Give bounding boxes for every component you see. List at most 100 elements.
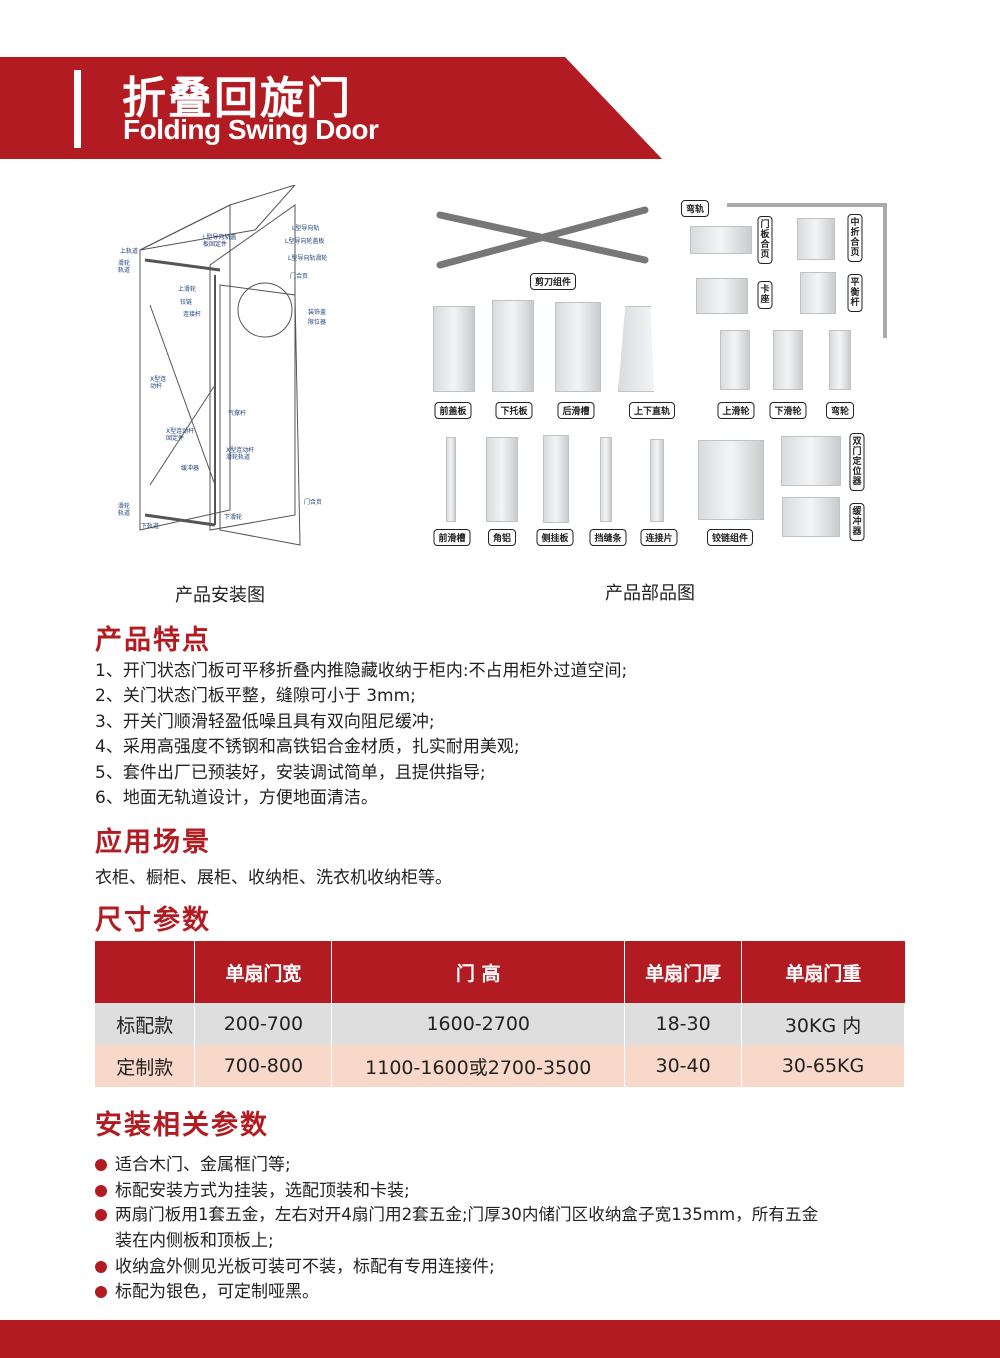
table-cell: 标配款 — [95, 1003, 196, 1045]
part-label: 平衡杆 — [847, 274, 863, 312]
header-accent-bar — [74, 70, 81, 148]
feature-item: 3、开关门顺滑轻盈低噪且具有双向阻尼缓冲; — [95, 712, 435, 732]
part-label: 连接片 — [640, 529, 678, 546]
page-subtitle: Folding Swing Door — [123, 114, 379, 145]
column-header: 单扇门重 — [741, 941, 905, 1003]
part-label: 门板合页 — [757, 216, 773, 264]
part-label: 角铝 — [487, 529, 517, 546]
install-heading: 安装相关参数 — [95, 1110, 269, 1141]
install-item-text: 收纳盒外侧见光板可装可不装，标配有专用连接件; — [115, 1257, 495, 1277]
parts-caption: 产品部品图 — [605, 583, 695, 604]
part-balance-bar — [800, 272, 836, 314]
scenes-heading: 应用场景 — [95, 827, 211, 858]
footer-band — [0, 1320, 1000, 1358]
diagram-label: L型导向轨 — [292, 225, 320, 232]
diagram-label: 门合页 — [304, 499, 323, 506]
part-lower-wheel — [773, 330, 803, 390]
part-label: 下滑轮 — [769, 402, 807, 419]
install-item: 两扇门板用1套五金，左右对开4扇门用2套五金;门厚30内储门区收纳盒子宽135m… — [95, 1201, 818, 1225]
diagram-label: 滑轮轨道 — [118, 503, 131, 517]
part-label: 前滑槽 — [433, 529, 471, 546]
diagram-label: 限位器 — [308, 319, 327, 326]
diagram-label: 下滑轮 — [224, 514, 243, 521]
part-lower-tray — [492, 300, 534, 392]
feature-item: 1、开门状态门板可平移折叠内推隐藏收纳于柜内:不占用柜外过道空间; — [95, 661, 628, 681]
bullet-icon — [95, 1209, 107, 1221]
installation-diagram — [139, 185, 301, 546]
install-item: 适合木门、金属框门等; — [95, 1150, 291, 1175]
part-label: 铰链组件 — [706, 529, 754, 546]
table-header-row: 单扇门宽 门 高 单扇门厚 单扇门重 — [95, 941, 905, 1003]
table-cell: 30KG 内 — [741, 1003, 905, 1045]
table-cell: 1600-2700 — [331, 1003, 626, 1045]
column-header: 门 高 — [331, 941, 626, 1003]
column-header: 单扇门宽 — [194, 941, 333, 1003]
part-label: 弯轨 — [680, 200, 710, 217]
install-item: 收纳盒外侧见光板可装可不装，标配有专用连接件; — [95, 1252, 495, 1277]
install-item: 标配安装方式为挂装，选配顶装和卡装; — [95, 1176, 410, 1201]
part-label: 后滑槽 — [557, 402, 595, 419]
part-label: 卡座 — [757, 281, 773, 309]
install-item-text: 标配安装方式为挂装，选配顶装和卡装; — [115, 1181, 410, 1201]
part-front-cover — [433, 306, 475, 392]
diagram-label: 上滑轮 — [178, 286, 197, 293]
diagram-label: 铰链 — [180, 299, 193, 306]
diagram-label: 滑轮轨道 — [118, 260, 131, 274]
diagram-label: L型导向轮盖板 — [285, 238, 325, 245]
part-label: 缓冲器 — [849, 503, 865, 541]
diagram-label: X型连动杆固定件 — [166, 428, 195, 442]
diagram-label: 气撑杆 — [228, 410, 247, 417]
install-item-text: 适合木门、金属框门等; — [115, 1155, 291, 1175]
part-buffer — [782, 497, 840, 537]
part-label: 挡缝条 — [589, 529, 627, 546]
part-front-slot — [446, 437, 456, 522]
part-curve-wheel — [829, 330, 851, 390]
table-cell: 定制款 — [95, 1045, 196, 1087]
part-label: 上滑轮 — [717, 402, 755, 419]
table-cell: 700-800 — [194, 1045, 333, 1087]
header-banner — [0, 57, 662, 159]
part-door-hinge — [690, 226, 752, 254]
part-clip-seat — [696, 278, 748, 314]
bullet-icon — [95, 1185, 107, 1197]
size-heading: 尺寸参数 — [95, 905, 211, 936]
diagram-label: 装饰盖 — [308, 309, 327, 316]
feature-item: 4、采用高强度不锈钢和高铁铝合金材质，扎实耐用美观; — [95, 737, 520, 757]
installation-diagram-caption: 产品安装图 — [175, 585, 265, 606]
part-hinge-assembly — [698, 440, 764, 520]
part-upper-wheel — [720, 330, 750, 390]
column-header: 单扇门厚 — [624, 941, 743, 1003]
bullet-icon — [95, 1261, 107, 1273]
part-label: 剪刀组件 — [529, 273, 577, 290]
page-title: 折叠回旋门 — [122, 73, 352, 124]
diagram-label: X型连动杆 — [150, 376, 167, 390]
part-rear-slot — [555, 302, 601, 392]
install-item-text: 标配为银色，可定制哑黑。 — [115, 1282, 319, 1302]
diagram-label: 连接杆 — [183, 311, 202, 318]
part-label: 前盖板 — [434, 402, 472, 419]
feature-item: 6、地面无轨道设计，方便地面清洁。 — [95, 788, 378, 808]
part-label: 双门定位器 — [849, 433, 865, 491]
diagram-label: L型导向轨滑轮 — [288, 255, 328, 262]
part-angle-aluminum — [486, 437, 518, 522]
install-item: 标配为银色，可定制哑黑。 — [95, 1277, 319, 1302]
install-item-text: 两扇门板用1套五金，左右对开4扇门用2套五金;门厚30内储门区收纳盒子宽135m… — [115, 1205, 819, 1224]
part-side-panel — [543, 435, 569, 523]
diagram-label: 门合页 — [290, 273, 309, 280]
table-cell: 200-700 — [194, 1003, 333, 1045]
table-cell: 30-40 — [624, 1045, 743, 1087]
diagram-label: 下轨道 — [141, 523, 160, 530]
diagram-label: X型连动杆滑轮轨道 — [226, 447, 255, 461]
part-label: 上下直轨 — [628, 402, 676, 419]
table-cell: 18-30 — [624, 1003, 743, 1045]
parts-image-row1 — [436, 203, 887, 338]
part-connector — [650, 439, 664, 522]
scenes-text: 衣柜、橱柜、展柜、收纳柜、洗衣机收纳柜等。 — [95, 868, 452, 888]
table-cell: 30-65KG — [741, 1045, 905, 1087]
part-label: 侧挂板 — [536, 529, 574, 546]
diagram-label: 上轨道 — [120, 248, 139, 255]
table-row: 标配款 200-700 1600-2700 18-30 30KG 内 — [95, 1003, 905, 1045]
size-table: 单扇门宽 门 高 单扇门厚 单扇门重 标配款 200-700 1600-2700… — [95, 941, 905, 1087]
part-gap-strip — [600, 437, 612, 522]
table-cell: 1100-1600或2700-3500 — [331, 1045, 626, 1087]
